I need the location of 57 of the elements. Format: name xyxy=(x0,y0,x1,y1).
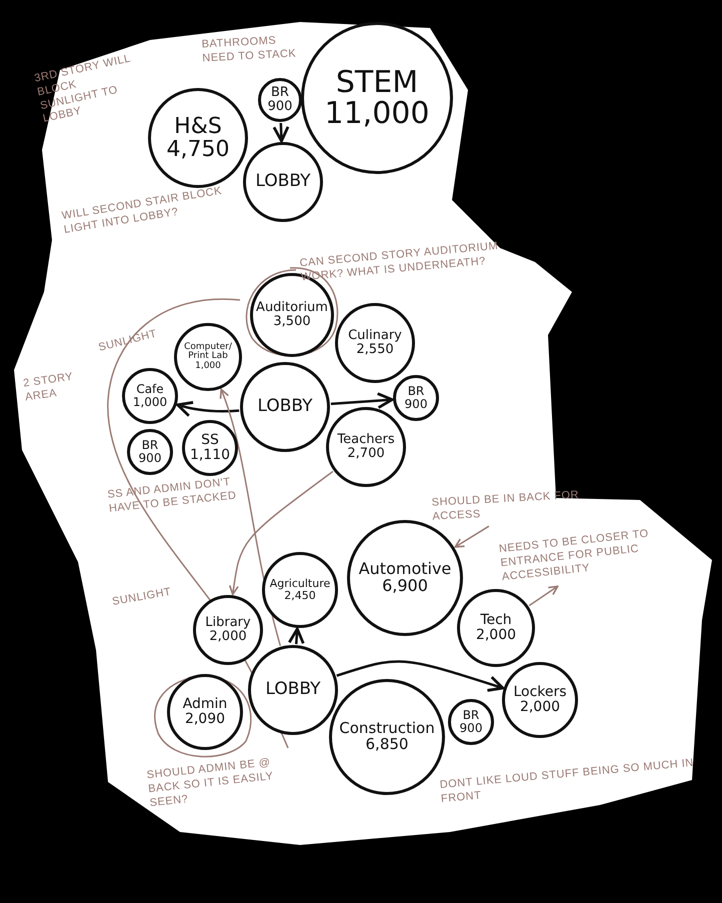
flow-arrow xyxy=(336,660,504,692)
space-area: 2,550 xyxy=(356,343,394,357)
space-area: 2,450 xyxy=(284,590,316,602)
annotation-note: SUNLIGHT xyxy=(111,584,174,610)
space-area: 6,900 xyxy=(382,578,428,595)
space-name: Cafe xyxy=(136,383,164,396)
space-area: 3,500 xyxy=(273,315,311,329)
space-name: BR xyxy=(271,86,289,100)
space-name: H&S xyxy=(174,114,222,138)
space-area: 1,000 xyxy=(132,396,168,409)
space-name: Construction xyxy=(339,721,435,737)
space-area: 900 xyxy=(268,100,292,114)
space-name: STEM xyxy=(336,66,418,98)
space-area: 2,000 xyxy=(520,700,560,715)
annotation-note: SS AND ADMIN DON'T HAVE TO BE STACKED xyxy=(106,475,238,516)
space-name: Agriculture xyxy=(270,578,330,590)
flow-arrow xyxy=(272,122,290,142)
space-area: 900 xyxy=(138,452,162,465)
space-area: 2,700 xyxy=(347,447,385,461)
space-name: BR xyxy=(462,709,480,722)
space-name: Admin xyxy=(182,697,228,712)
leader-arrow xyxy=(228,470,334,596)
annotation-note: SHOULD ADMIN BE @ BACK SO IT IS EASILY SEEN? xyxy=(146,755,275,810)
space-name: Auditorium xyxy=(256,301,328,315)
space-area: 11,000 xyxy=(324,98,430,130)
space-area: 900 xyxy=(460,722,482,735)
space-name: SS xyxy=(201,433,219,448)
flow-arrow xyxy=(288,628,305,645)
space-area: 1,110 xyxy=(190,448,230,463)
space-area: 4,750 xyxy=(166,138,230,162)
leader-arrow xyxy=(528,586,558,606)
space-name: BR xyxy=(142,439,158,452)
space-area: 2,000 xyxy=(476,628,516,643)
space-name: BR xyxy=(408,385,424,398)
annotation-note: 2 STORY AREA xyxy=(22,370,75,405)
space-name: Automotive xyxy=(358,561,452,578)
leader-arrow xyxy=(454,526,490,548)
space-name: Computer/ Print Lab xyxy=(183,342,233,362)
annotation-note: CAN SECOND STORY AUDITORIUM WORK? WHAT IS UNDERNEATH? xyxy=(299,239,500,285)
space-area: 2,000 xyxy=(209,630,247,644)
space-area: 1,000 xyxy=(195,362,221,372)
space-area: 6,850 xyxy=(366,737,408,753)
annotation-note: BATHROOMS NEED TO STACK xyxy=(201,34,298,66)
flow-arrow xyxy=(176,400,240,417)
flow-arrow xyxy=(330,392,394,409)
space-area: 900 xyxy=(404,398,428,411)
space-name: Lockers xyxy=(513,685,567,700)
space-name: Teachers xyxy=(337,433,395,447)
space-name: Library xyxy=(205,616,251,630)
space-name: LOBBY xyxy=(265,681,321,699)
space-name: Tech xyxy=(480,613,512,628)
space-area: 2,090 xyxy=(184,712,226,727)
annotation-note: WILL SECOND STAIR BLOCK LIGHT INTO LOBBY? xyxy=(60,184,224,238)
space-name: LOBBY xyxy=(257,398,313,416)
space-name: LOBBY xyxy=(255,173,311,191)
space-name: Culinary xyxy=(348,329,402,343)
annotation-note: DONT LIKE LOUD STUFF BEING SO MUCH IN FRONT xyxy=(439,756,696,807)
